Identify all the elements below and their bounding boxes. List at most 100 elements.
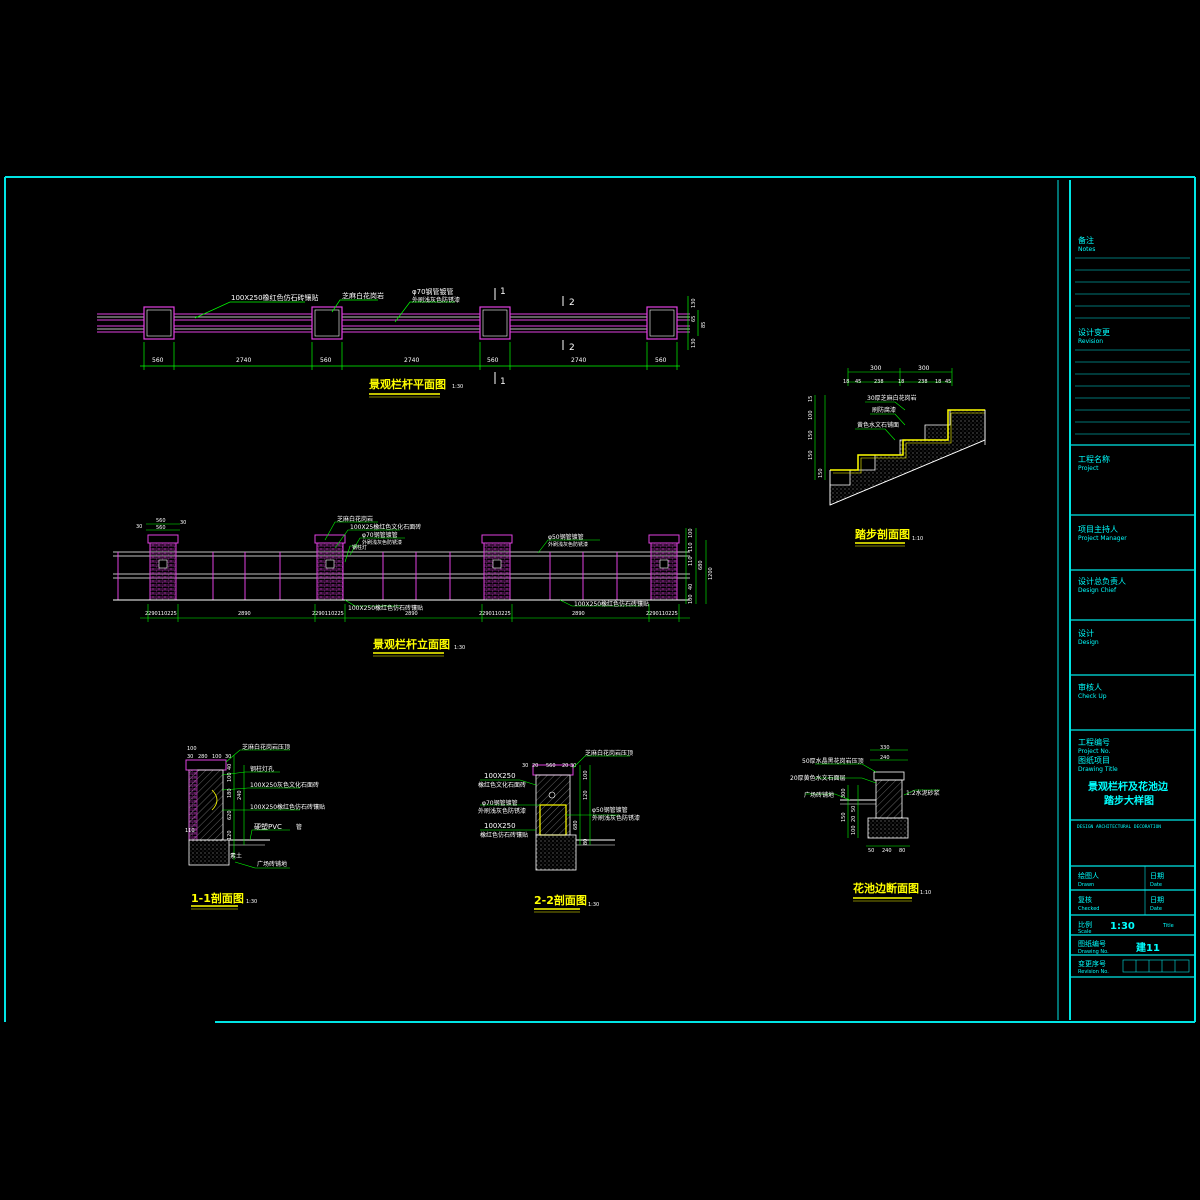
elevation-view: 560 560 30 30 芝麻白花岗岩 100X25橡红色文化石面砖 φ70钢… [113, 515, 714, 657]
s22-callout: φ50钢管镀管 [592, 806, 628, 814]
elev-right-dim: 100 [688, 528, 694, 538]
tb-project-en: Project [1078, 465, 1099, 472]
s22-right-dim: 120 [583, 790, 589, 800]
tb-checked-cn: 复核 [1078, 895, 1092, 904]
tb-design-en: Design [1078, 639, 1099, 646]
tb-drawing-title-line2: 踏步大样图 [1104, 794, 1154, 807]
s11-top-dim: 100 [187, 746, 197, 752]
s22-callout: 100X250 [484, 772, 516, 780]
section-mark-1-top: 1 [500, 287, 506, 297]
tb-revision-en: Revision [1078, 338, 1103, 345]
tb-drawn-en: Drawn [1078, 882, 1094, 888]
tb-checked-en: Checked [1078, 906, 1099, 912]
step-left-dim: 15 [808, 396, 814, 402]
s22-top-dim: 20 [532, 763, 538, 769]
tb-firm: DESIGN ARCHITECTURAL DECORATION [1077, 824, 1161, 830]
s22-top-dim: 30 [522, 763, 528, 769]
step-callout-granite: 30厚芝麻白花岗岩 [867, 394, 917, 402]
tb-dtitle-cn: 图纸项目 [1078, 755, 1110, 765]
tb-drawn-cn: 绘图人 [1078, 871, 1099, 880]
step-sub-dim: 18 [935, 379, 941, 385]
planter-callout: 20厚黄色水文石面层 [790, 774, 846, 782]
tb-check-en: Check Up [1078, 693, 1107, 700]
elev-bottom-dim: 2890 [405, 611, 418, 617]
plan-right-dim: 130 [691, 338, 697, 348]
planter-callout: 50厚水晶黑花岗岩压顶 [802, 757, 864, 765]
planter-left-dim: 20 [851, 816, 857, 822]
plan-dim: 560 [655, 357, 667, 364]
tb-projno-cn: 工程编号 [1078, 737, 1110, 747]
section-2-2-scale: 1:30 [588, 902, 599, 908]
elev-top-dim: 560 [156, 518, 166, 524]
tb-project-cn: 工程名称 [1078, 454, 1110, 464]
planter-left-dim: 150 [841, 812, 847, 822]
tb-date-en: Date [1150, 882, 1162, 888]
s11-top-dim2: 30 [225, 754, 231, 760]
elevation-view-scale: 1:30 [454, 645, 465, 651]
tb-scale-cn: 比例 [1078, 920, 1092, 929]
elev-callout-brick-1: 100X250橡红色仿石砖镶贴 [348, 604, 423, 612]
s11-left-dim: 100 [227, 772, 233, 782]
plan-view: 1 1 2 2 100X250橡红色仿石砖镶贴 芝麻白花岗岩 φ70钢管镀管 外… [97, 287, 707, 398]
tb-dtitle-en: Drawing Title [1078, 766, 1118, 773]
plan-pillar [646, 306, 678, 340]
elev-right-dim: 110 [688, 542, 694, 552]
planter-left-dim: 50 [851, 806, 857, 812]
s22-right-dim: 100 [583, 770, 589, 780]
plan-right-dim: 130 [691, 298, 697, 308]
tb-date2-en: Date [1150, 906, 1162, 912]
tb-design-cn: 设计 [1078, 628, 1094, 638]
tb-drawing-title-line1: 景观栏杆及花池边 [1088, 780, 1169, 793]
s11-callout: 钢柱灯孔 [250, 765, 274, 773]
elev-right-dim: 1200 [708, 567, 714, 580]
step-section-title: 踏步剖面图 [855, 527, 910, 541]
step-top-dim: 300 [870, 365, 882, 372]
section-1-1: 100 30 280 100 30 芝麻白花岗岩压顶 钢柱灯孔 100X250灰… [185, 743, 325, 910]
elevation-pillar [481, 534, 513, 601]
plan-dim: 560 [487, 357, 499, 364]
step-sub-dim: 18 [898, 379, 904, 385]
s11-left-dim: 40 [227, 764, 233, 770]
section-1-1-scale: 1:30 [246, 899, 257, 905]
s22-callout: 芝麻白花岗岩压顶 [585, 749, 633, 757]
step-top-dim: 300 [918, 365, 930, 372]
section-mark-2-bottom: 2 [569, 343, 575, 353]
planter-bottom-dim: 50 [868, 848, 874, 854]
elev-callout-brick-2: 100X250橡红色仿石砖镶贴 [574, 600, 649, 608]
s22-callout: 外刷浅灰色防锈漆 [592, 814, 640, 822]
section-mark-2-top: 2 [569, 298, 575, 308]
s11-callout: 素土 [230, 852, 242, 860]
elevation-pillars [147, 534, 680, 601]
tb-scale-en: Scale [1078, 929, 1091, 935]
step-callout-finish: 黄色水文石铺面 [857, 421, 899, 429]
plan-pillar [479, 306, 511, 340]
elevation-view-title: 景观栏杆立面图 [372, 637, 450, 651]
s11-callout: 芝麻白花岗岩压顶 [242, 743, 290, 751]
tb-date-cn: 日期 [1150, 872, 1164, 880]
step-left-dim: 150 [818, 468, 824, 478]
step-left-dim: 150 [808, 450, 814, 460]
s22-callout: 100X250 [484, 822, 516, 830]
planter-section-title: 花池边断面图 [853, 881, 919, 895]
plan-right-dim: 85 [701, 322, 707, 328]
s11-left-dim: 240 [237, 790, 243, 800]
elevation-pillar [648, 534, 680, 601]
plan-view-title: 景观栏杆平面图 [368, 377, 446, 391]
elevation-pillar [147, 534, 179, 601]
tb-chief-en: Design Chief [1078, 587, 1117, 594]
s22-top-dim: 560 [546, 763, 556, 769]
s22-right-dim: 680 [573, 820, 579, 830]
plan-callout-brick: 100X250橡红色仿石砖镶贴 [231, 293, 319, 302]
plan-callout-granite: 芝麻白花岗岩 [342, 291, 384, 300]
plan-pillar [311, 306, 343, 340]
tb-date2-cn: 日期 [1150, 896, 1164, 904]
planter-callout: 广场砖铺地 [804, 791, 834, 799]
plan-dim: 560 [320, 357, 332, 364]
tb-dwgno-cn: 图纸编号 [1078, 939, 1106, 948]
elev-bottom-dim: 2890 [572, 611, 585, 617]
s22-top-dim: 20 [562, 763, 568, 769]
s11-left-dim: 120 [227, 830, 233, 840]
tb-projno-en: Project No. [1078, 748, 1110, 755]
elev-top-dim: 30 [136, 524, 142, 530]
